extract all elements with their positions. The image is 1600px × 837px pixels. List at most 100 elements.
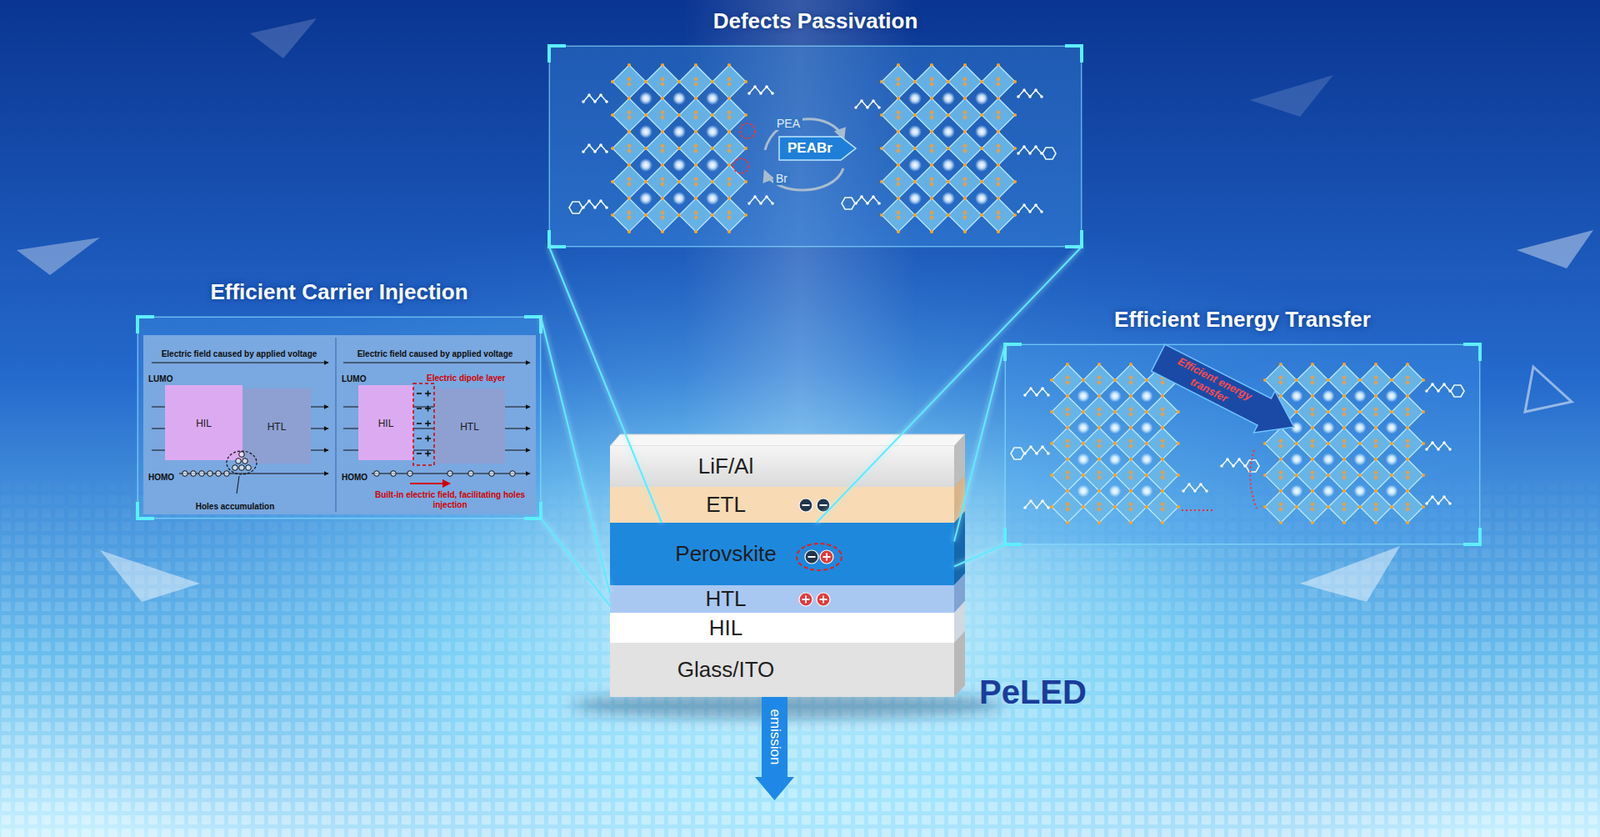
perovskite-lattice-part bbox=[1421, 505, 1425, 509]
pea-ligand-part bbox=[1430, 382, 1435, 386]
perovskite-lattice-part bbox=[1097, 425, 1101, 430]
perovskite-lattice-part bbox=[1342, 375, 1347, 380]
pea-ligand-part bbox=[1442, 440, 1446, 445]
perovskite-lattice-part bbox=[1115, 490, 1147, 523]
perovskite-lattice-part bbox=[612, 198, 646, 232]
perovskite-lattice-part bbox=[1129, 407, 1134, 412]
panel-heading: Efficient Energy Transfer bbox=[1114, 306, 1371, 333]
perovskite-lattice-part bbox=[627, 215, 632, 220]
perovskite-lattice-part bbox=[1051, 490, 1084, 523]
perovskite-lattice-part bbox=[1326, 505, 1330, 509]
perovskite-lattice-part bbox=[1160, 507, 1165, 512]
label-wrap: Electric dipole layer bbox=[426, 369, 506, 385]
dipole-pair bbox=[416, 435, 431, 442]
pea-ligand-part bbox=[593, 150, 597, 154]
perovskite-lattice-part bbox=[1290, 389, 1303, 402]
perovskite-lattice-part bbox=[975, 158, 989, 172]
perovskite-lattice-part bbox=[1115, 395, 1147, 428]
perovskite-lattice-part bbox=[727, 110, 732, 115]
pea-ligand-part bbox=[860, 99, 864, 103]
perovskite-lattice-part bbox=[1310, 520, 1315, 525]
perovskite-lattice-part bbox=[1279, 470, 1284, 475]
perovskite-lattice-part bbox=[694, 230, 698, 234]
pea-ligand-part bbox=[599, 93, 603, 97]
light-shard bbox=[1516, 230, 1594, 269]
pea-ligand bbox=[841, 195, 881, 210]
perovskite-lattice-part bbox=[1405, 457, 1410, 461]
perovskite-lattice-part bbox=[1342, 444, 1347, 449]
pea-ligand bbox=[1181, 482, 1209, 493]
perovskite-lattice-part bbox=[627, 130, 631, 134]
perovskite-lattice-part bbox=[1108, 389, 1121, 402]
connector-layer-part bbox=[182, 383, 842, 606]
perovskite-lattice-part bbox=[612, 65, 646, 99]
perovskite-lattice-part bbox=[679, 131, 713, 165]
pea-ligand-part bbox=[759, 201, 763, 205]
pea-ligand-part bbox=[569, 201, 583, 214]
perovskite-lattice-part bbox=[1065, 507, 1070, 512]
perovskite-lattice-part bbox=[660, 63, 665, 67]
perovskite-lattice-part bbox=[980, 180, 984, 184]
perovskite-lattice-part bbox=[1342, 407, 1347, 412]
perovskite-lattice-part bbox=[1290, 484, 1303, 497]
perovskite-lattice-part bbox=[627, 63, 631, 67]
perovskite-lattice-part bbox=[694, 77, 699, 82]
panel-frame-part bbox=[1005, 344, 1022, 361]
pea-ligand-part bbox=[1042, 147, 1056, 160]
perovskite-lattice-part bbox=[1050, 378, 1054, 382]
pea-ligand-part bbox=[1425, 501, 1429, 505]
pea-ligand-part bbox=[1016, 210, 1020, 214]
perovskite-lattice-part bbox=[996, 115, 1001, 120]
label-wrap: Electric field caused by applied voltage bbox=[357, 345, 514, 360]
perovskite-lattice-part bbox=[1374, 375, 1379, 380]
panel-frame bbox=[1005, 344, 1480, 545]
perovskite-lattice-part bbox=[660, 196, 665, 200]
energy-level-label: HOMO bbox=[148, 472, 175, 483]
perovskite-lattice-part bbox=[1310, 489, 1315, 493]
perovskite-lattice-part bbox=[930, 110, 935, 115]
perovskite-lattice-part bbox=[1374, 425, 1378, 430]
perovskite-lattice-part bbox=[996, 196, 1000, 200]
block-arrow: Efficient energy transfer bbox=[1145, 366, 1305, 417]
pea-ligand-part bbox=[1425, 447, 1429, 451]
perovskite-lattice-part bbox=[1328, 459, 1360, 491]
perovskite-lattice-part bbox=[1310, 394, 1315, 398]
perovskite-lattice-part bbox=[627, 144, 632, 149]
perovskite-lattice-part bbox=[881, 131, 915, 165]
perovskite-lattice-part bbox=[1326, 473, 1330, 477]
hole-dot bbox=[232, 465, 239, 471]
perovskite-lattice-part bbox=[1013, 146, 1017, 150]
perovskite-lattice-part bbox=[1081, 441, 1085, 445]
perovskite-lattice-part bbox=[694, 163, 698, 167]
perovskite-lattice-part bbox=[1113, 441, 1117, 445]
perovskite-lattice-part bbox=[963, 230, 967, 234]
perovskite-lattice-part bbox=[1310, 362, 1315, 366]
hole-symbol-part bbox=[825, 553, 828, 561]
hole-dot bbox=[245, 465, 252, 471]
perovskite-lattice-part bbox=[1279, 439, 1284, 444]
perovskite-lattice-part bbox=[1405, 457, 1410, 461]
perovskite-lattice-part bbox=[1328, 490, 1360, 523]
perovskite-lattice-part bbox=[1051, 427, 1084, 460]
perovskite-lattice-part bbox=[727, 196, 731, 200]
perovskite-lattice-part bbox=[1279, 489, 1283, 493]
pea-ligand-part bbox=[1442, 495, 1446, 499]
perovskite-lattice-part bbox=[1405, 470, 1410, 475]
perovskite-lattice-part bbox=[930, 96, 934, 100]
perovskite-lattice-part bbox=[1290, 452, 1303, 465]
perovskite-lattice-part bbox=[727, 96, 731, 100]
perovskite-lattice-part bbox=[881, 165, 915, 199]
perovskite-lattice-part bbox=[1342, 425, 1346, 430]
perovskite-lattice-part bbox=[1081, 378, 1085, 382]
hole-dot bbox=[224, 470, 230, 477]
perovskite-lattice-part bbox=[712, 131, 746, 165]
perovskite-lattice-part bbox=[1076, 389, 1090, 402]
pea-ligand-part bbox=[841, 197, 855, 210]
perovskite-lattice-part bbox=[913, 80, 917, 84]
perovskite-lattice-part bbox=[1065, 457, 1070, 461]
perovskite-lattice-part bbox=[694, 177, 699, 182]
block-arrow: PEABr bbox=[779, 136, 856, 160]
perovskite-lattice-part bbox=[963, 63, 967, 67]
vacancy-marker bbox=[733, 158, 749, 174]
perovskite-lattice-part bbox=[710, 80, 715, 84]
